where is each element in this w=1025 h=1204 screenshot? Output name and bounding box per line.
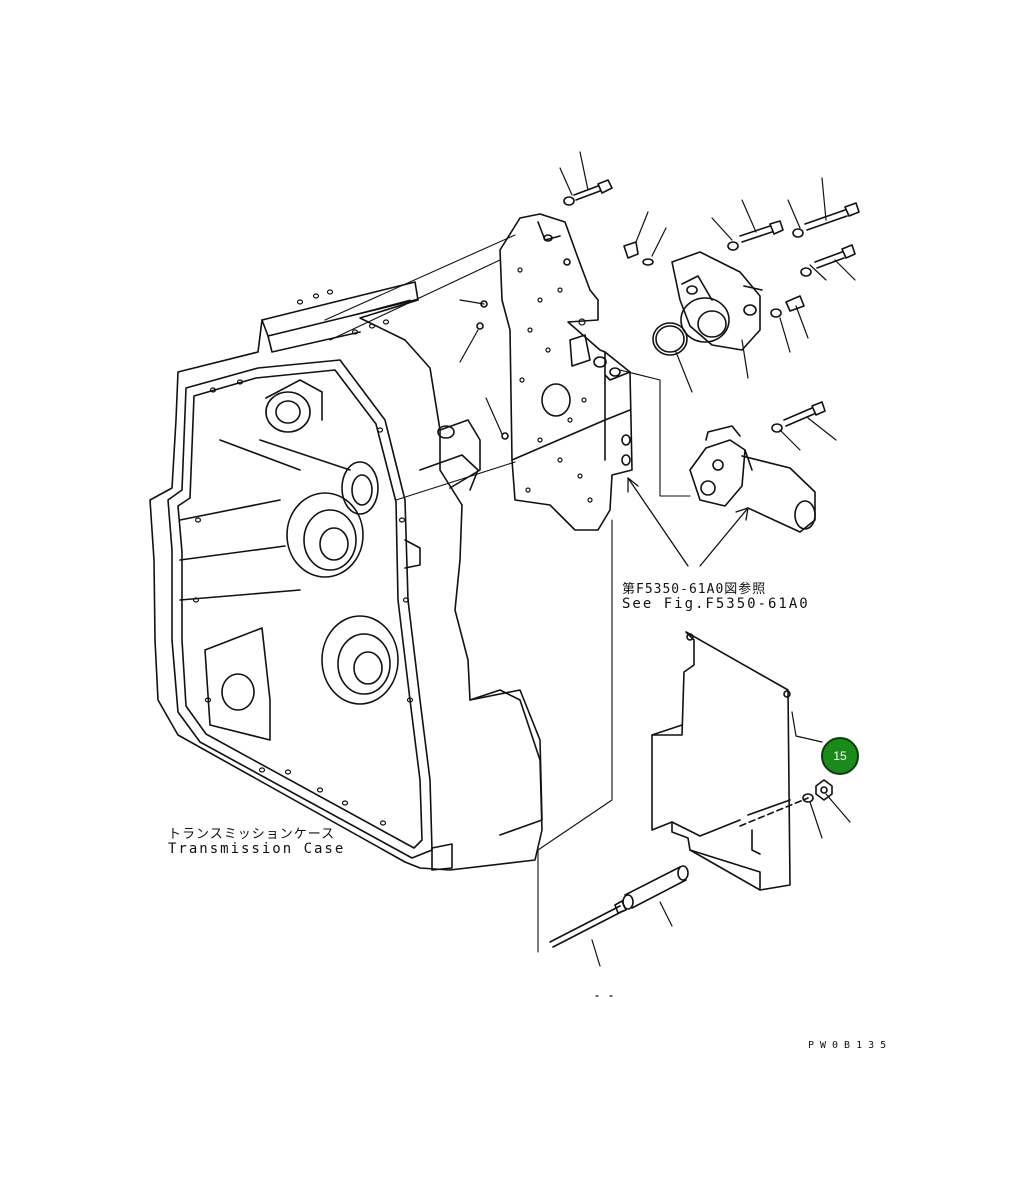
transmission-case-label-jp: トランスミッションケース (168, 827, 336, 842)
transmission-case-label-en: Transmission Case (168, 841, 346, 857)
leader-lines (459, 151, 856, 967)
reference-arrows (627, 477, 749, 567)
valve-plate (476, 213, 633, 531)
see-fig-label-en: See Fig.F5350-61A0 (622, 596, 810, 612)
o-ring-inner (655, 325, 685, 353)
alignment-lines (324, 234, 691, 953)
o-ring (652, 322, 688, 356)
drawing-code: PW0B135 (808, 1040, 893, 1051)
bolts-and-washers (549, 179, 860, 948)
see-fig-label-jp: 第F5350-61A0図参照 (622, 582, 767, 597)
upper-valve-block (671, 251, 763, 351)
part-callout-15[interactable]: 15 (821, 737, 859, 775)
solenoid-valve (689, 425, 816, 533)
cover-plate (651, 631, 809, 891)
transmission-case (149, 281, 543, 871)
part-callout-number: 15 (833, 749, 847, 763)
